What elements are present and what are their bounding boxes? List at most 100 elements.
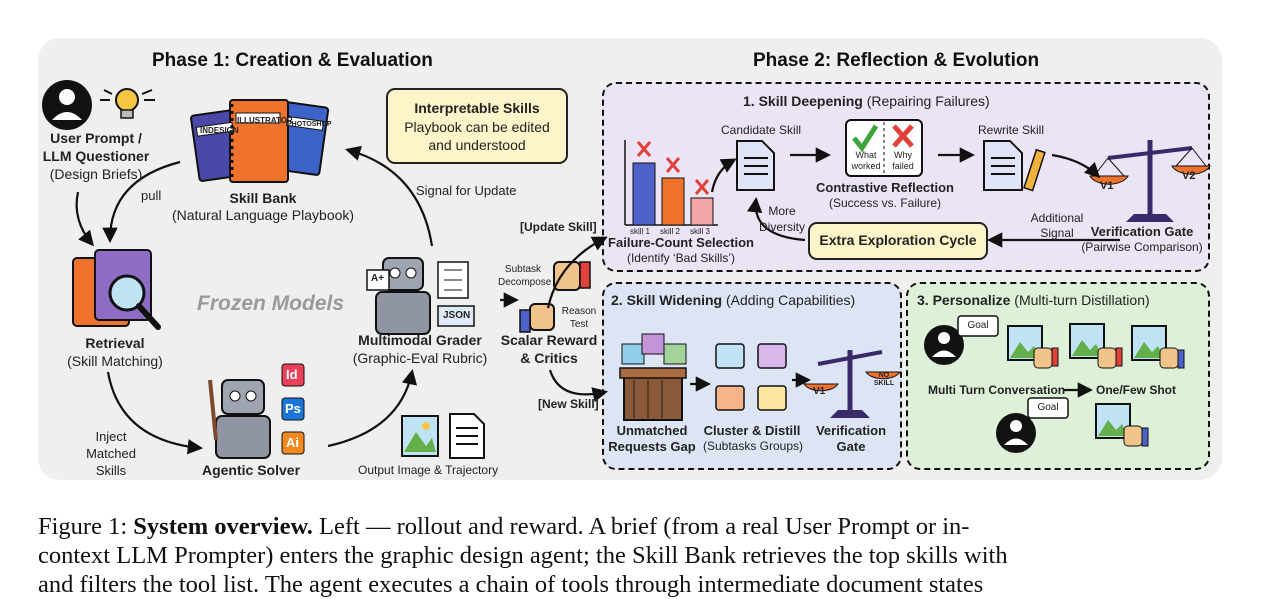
widening-v1-label: V1 [813, 386, 826, 397]
goal-label-2: Goal [1037, 402, 1059, 413]
additional-signal-line1: Additional [1030, 211, 1084, 225]
cluster-title: Cluster & Distill [703, 423, 801, 438]
goal-bubble-2 [1027, 397, 1069, 419]
contrastive-subtitle: (Success vs. Failure) [828, 196, 942, 210]
verification-gate-subtitle: (Pairwise Comparison) [1081, 240, 1203, 254]
inject-line1: Inject [95, 429, 127, 444]
user-prompt-line1: User Prompt / [50, 130, 142, 146]
personalize-panel [906, 282, 1210, 470]
personalize-thumbs-icons [1033, 347, 1185, 447]
signal-update-label: Signal for Update [416, 183, 517, 198]
illustrator-app-label: Ai [286, 435, 299, 450]
no-skill-line1: NO [878, 372, 890, 379]
grader-robot-icon [366, 257, 475, 335]
lightbulb-icon [100, 88, 155, 119]
personalize-title-rest: (Multi-turn Distillation) [1010, 292, 1150, 308]
interpretable-skills-note [386, 88, 568, 164]
thumbs-down-icon [553, 261, 591, 291]
widening-verification-line2: Gate [836, 439, 866, 454]
figure-caption: Figure 1: System overview. Left — rollou… [38, 512, 1228, 599]
trajectory-document-icon [449, 413, 485, 459]
inject-line3: Skills [95, 463, 127, 478]
user-prompt-line3: (Design Briefs) [49, 166, 143, 182]
scale-v1-label: V1 [1100, 180, 1114, 192]
agentic-solver-robot-icon [208, 363, 305, 459]
bar-label-skill1: skill 1 [630, 227, 651, 236]
one-few-shot-label: One/Few Shot [1096, 383, 1177, 397]
cluster-distill-icon [715, 343, 787, 411]
retrieval-subtitle: (Skill Matching) [67, 353, 163, 369]
grader-subtitle: (Graphic-Eval Rubric) [352, 350, 488, 366]
more-diversity-line2: Diversity [758, 220, 805, 234]
scalar-reward-line2: & Critics [520, 350, 578, 366]
failure-count-subtitle: (Identify ‘Bad Skills’) [626, 251, 736, 265]
user-icon [42, 80, 92, 130]
deepening-arrows [710, 147, 1120, 248]
additional-signal-line2: Signal [1040, 226, 1074, 240]
contrastive-title: Contrastive Reflection [816, 180, 954, 195]
pull-label: pull [141, 188, 162, 203]
retrieval-title: Retrieval [85, 335, 145, 351]
unmatched-requests-box-icon [619, 333, 687, 421]
interpretable-line1: Playbook can be edited [404, 119, 550, 135]
why-failed-line1: Why [894, 150, 912, 160]
no-skill-line2: SKILL [873, 380, 895, 387]
widening-scale-icon [803, 350, 901, 418]
verification-gate-title: Verification Gate [1090, 224, 1194, 239]
subtask-line2: Decompose [498, 277, 552, 288]
unmatched-line1: Unmatched [616, 423, 688, 438]
skill-bank-subtitle: (Natural Language Playbook) [171, 207, 355, 223]
caption-line2: context LLM Prompter) enters the graphic… [38, 542, 1008, 569]
goal-label-1: Goal [967, 320, 989, 331]
extra-exploration-box [808, 222, 988, 260]
reason-line2: Test [569, 319, 589, 330]
grade-label: A+ [371, 273, 385, 284]
candidate-skill-label: Candidate Skill [721, 123, 802, 137]
extra-exploration-label: Extra Exploration Cycle [819, 232, 977, 248]
why-failed-line2: failed [892, 161, 914, 171]
multi-turn-label: Multi Turn Conversation [928, 383, 1066, 397]
widening-arrows [690, 372, 812, 392]
goal-bubble-1 [957, 315, 999, 337]
retrieval-magnifier-icon [72, 249, 161, 330]
update-skill-label: [Update Skill] [520, 220, 597, 234]
caption-line1: Figure 1: System overview. Left — rollou… [38, 512, 1228, 541]
personalize-user-icon-1 [924, 325, 964, 365]
scale-v2-label: V2 [1182, 170, 1196, 182]
book-label-photoshop: PHOTOSHOP [287, 121, 332, 128]
verification-scale-icon [1089, 140, 1211, 222]
book-label-indesign: INDESIGN [200, 126, 239, 135]
grader-title: Multimodal Grader [358, 332, 482, 348]
photoshop-app-label: Ps [285, 401, 301, 416]
reason-line1: Reason [561, 306, 597, 317]
phase1-title: Phase 1: Creation & Evaluation [152, 50, 433, 71]
skill-bank-title: Skill Bank [229, 190, 297, 206]
what-worked-line2: worked [851, 161, 881, 171]
new-skill-label: [New Skill] [538, 397, 599, 411]
indesign-app-label: Id [286, 367, 298, 382]
failure-count-title: Failure-Count Selection [608, 235, 754, 250]
widening-title-bold: 2. Skill Widening [611, 292, 723, 308]
failure-count-bars [624, 140, 718, 226]
what-worked-line1: What [855, 150, 877, 160]
widening-title-rest: (Adding Capabilities) [722, 292, 856, 308]
phase1-arrows [75, 145, 609, 455]
cluster-subtitle: (Subtasks Groups) [702, 439, 804, 453]
skill-bank-books-icon [190, 99, 330, 183]
interpretable-line2: and understood [428, 137, 526, 153]
personalize-user-icon-2 [996, 413, 1036, 453]
output-label: Output Image & Trajectory [358, 463, 499, 477]
widening-verification-line1: Verification [815, 423, 887, 438]
user-prompt-line2: LLM Questioner [42, 148, 150, 164]
caption-fig-label: Figure 1: [38, 513, 128, 540]
more-diversity-line1: More [768, 204, 796, 218]
caption-line1-rest: Left — rollout and reward. A brief (from… [312, 513, 970, 540]
output-image-icon [401, 415, 439, 457]
deepening-title-bold: 1. Skill Deepening [743, 93, 863, 109]
solver-title: Agentic Solver [201, 462, 301, 478]
caption-line3: and filters the tool list. The agent exe… [38, 571, 984, 598]
personalize-title-bold: 3. Personalize [917, 292, 1011, 308]
unmatched-line2: Requests Gap [608, 439, 696, 454]
widening-title: 2. Skill Widening (Adding Capabilities) [611, 292, 855, 308]
